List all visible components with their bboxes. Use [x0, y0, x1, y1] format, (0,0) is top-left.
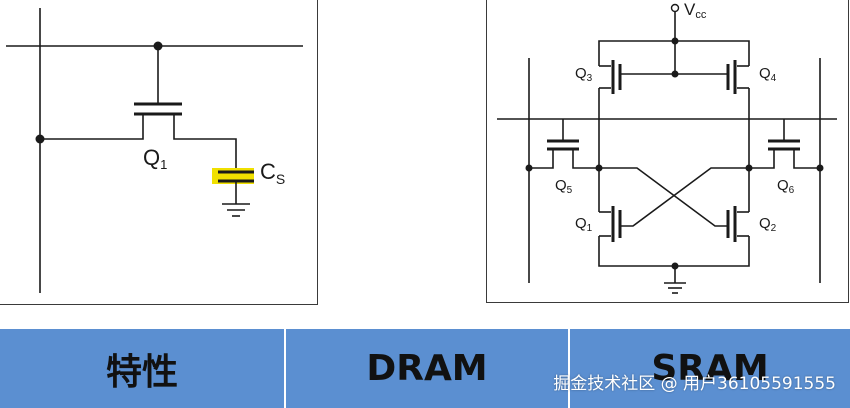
dram-bit-junction [35, 134, 45, 144]
q5-bit-junction [525, 164, 533, 172]
header-cell-dram: DRAM [366, 348, 488, 389]
q4-label: Q4 [759, 65, 777, 84]
dram-source-wire [40, 114, 144, 140]
cross-couple-left [599, 167, 728, 227]
q6-bitline-wire [793, 149, 820, 169]
gate-tie-junction [671, 70, 679, 78]
q1-label: Q1 [575, 215, 593, 234]
dram-capacitor-label: CS [260, 159, 285, 187]
vcc-terminal [670, 3, 680, 13]
vcc-label: Vcc [684, 0, 707, 21]
q2-label: Q2 [759, 215, 777, 234]
sram-cell-diagram: Vcc Q3 Q4 Q5 [486, 0, 849, 303]
q5-node-wire [572, 149, 599, 169]
sram-top-rail [598, 40, 750, 66]
cross-couple-right [620, 167, 749, 227]
q6-bit-junction [816, 164, 824, 172]
q5-bitline-wire [529, 149, 554, 169]
header-divider-1 [284, 329, 286, 408]
dram-cell-diagram: Q1 CS [0, 0, 318, 305]
q6-label: Q6 [777, 177, 795, 196]
header-cell-feature: 特性 [105, 351, 178, 393]
header-cell-sram: SRAM [651, 348, 769, 389]
sram-bottom-rail [598, 236, 750, 267]
q6-node-wire [749, 149, 775, 169]
header-divider-2 [568, 329, 570, 408]
dram-transistor-label: Q1 [143, 145, 167, 172]
sram-circuit: Vcc Q3 Q4 Q5 [497, 0, 837, 294]
q5-label: Q5 [555, 177, 573, 196]
q3-label: Q3 [575, 65, 593, 84]
dram-circuit: Q1 CS [6, 8, 303, 293]
comparison-table-header: 特性 DRAM SRAM [0, 327, 850, 408]
watermark: 掘金技术社区 @ 用户36105591555 [553, 374, 836, 394]
dram-drain-wire [173, 114, 237, 172]
